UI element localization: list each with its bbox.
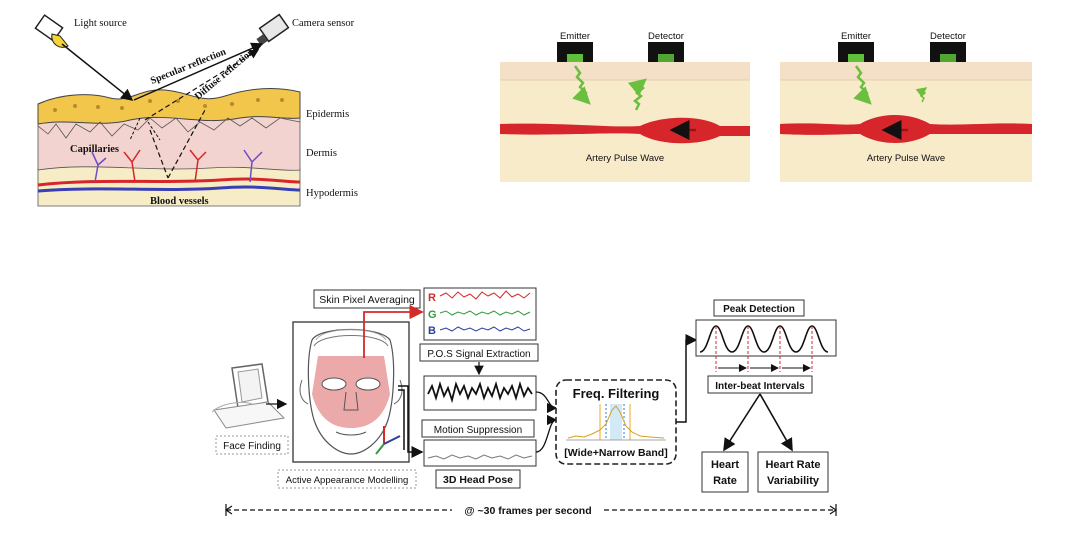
face-finding-label: Face Finding: [223, 441, 281, 452]
detector-label: Detector: [930, 31, 966, 42]
light-source-label: Light source: [74, 18, 127, 29]
aam-label: Active Appearance Modelling: [286, 475, 409, 486]
skin-reflection-diagram: Light source Camera sensor Specular refl…: [34, 13, 358, 207]
ppg-panel-2: Emitter Detector Artery Pulse Wave: [780, 31, 1032, 182]
detector-block: [930, 42, 966, 62]
pulse-trace-box: [423, 375, 537, 411]
channel-r-label: R: [428, 292, 436, 304]
red-trace: [439, 290, 531, 300]
face-illustration: [299, 328, 403, 455]
face-finding-box: [215, 435, 289, 455]
camera-sensor-icon: [256, 13, 290, 46]
ppg-panel-1: Emitter Detector Artery Pulse Wave: [500, 31, 750, 182]
head-pose-trace-box: [423, 439, 537, 467]
hrv-label-line1: Heart Rate: [765, 459, 820, 471]
heart-rate-label-line2: Rate: [713, 475, 737, 487]
emitter-label: Emitter: [841, 31, 871, 42]
heart-rate-box: [701, 451, 749, 493]
channel-b-label: B: [428, 325, 436, 337]
head-pose-trace: [427, 454, 533, 460]
freq-filtering-label: Freq. Filtering: [573, 386, 660, 401]
artery-pulse-caption: Artery Pulse Wave: [867, 153, 945, 164]
dermis-label: Dermis: [306, 148, 337, 159]
incident-wave: [853, 65, 872, 105]
skin-pixel-averaging-label: Skin Pixel Averaging: [319, 294, 415, 306]
camera-sensor-label: Camera sensor: [292, 18, 355, 29]
heart-rate-label-line1: Heart: [711, 459, 739, 471]
detector-block: [648, 42, 684, 62]
peak-waveform: [699, 325, 829, 353]
emitter-label: Emitter: [560, 31, 590, 42]
frame-rate-label: @ ~30 frames per second: [464, 505, 591, 517]
emitter-block: [838, 42, 874, 62]
peak-detection-box: [713, 299, 805, 317]
motion-suppression-box: [421, 419, 535, 438]
capillaries-label: Capillaries: [70, 144, 119, 155]
green-trace: [439, 310, 531, 316]
channel-g-label: G: [428, 309, 437, 321]
artery-pulse-caption: Artery Pulse Wave: [586, 153, 664, 164]
pos-extraction-label: P.O.S Signal Extraction: [427, 349, 530, 360]
head-pose-label: 3D Head Pose: [443, 474, 513, 486]
band-label: [Wide+Narrow Band]: [564, 447, 667, 459]
skin-pixel-averaging-box: [313, 289, 421, 309]
epidermis-layer: [37, 88, 301, 125]
emitter-block: [557, 42, 593, 62]
hrv-label-line2: Variability: [767, 475, 820, 487]
motion-suppression-label: Motion Suppression: [434, 425, 522, 436]
inter-beat-label: Inter-beat Intervals: [715, 381, 805, 392]
pulse-trace: [427, 380, 533, 404]
head-pose-box: [435, 469, 521, 489]
blue-trace: [439, 326, 531, 332]
blood-vessels-label: Blood vessels: [150, 196, 209, 207]
hrv-box: [757, 451, 829, 493]
pos-extraction-box: [419, 343, 539, 362]
epidermis-label: Epidermis: [306, 109, 349, 120]
spectrum-plot: [566, 404, 666, 441]
incident-wave: [572, 65, 591, 105]
rppg-pipeline: Face Finding Active Appearance Modelling…: [211, 287, 838, 517]
reflected-wave: [627, 78, 647, 111]
rgb-traces-box: [423, 287, 537, 341]
detector-label: Detector: [648, 31, 684, 42]
peak-detection-label: Peak Detection: [723, 304, 795, 315]
hypodermis-label: Hypodermis: [306, 188, 358, 199]
light-source-icon: [34, 14, 69, 48]
aam-box: [277, 469, 417, 489]
laptop-icon: [211, 363, 286, 429]
reflected-wave: [915, 87, 928, 103]
inter-beat-box: [707, 375, 813, 394]
